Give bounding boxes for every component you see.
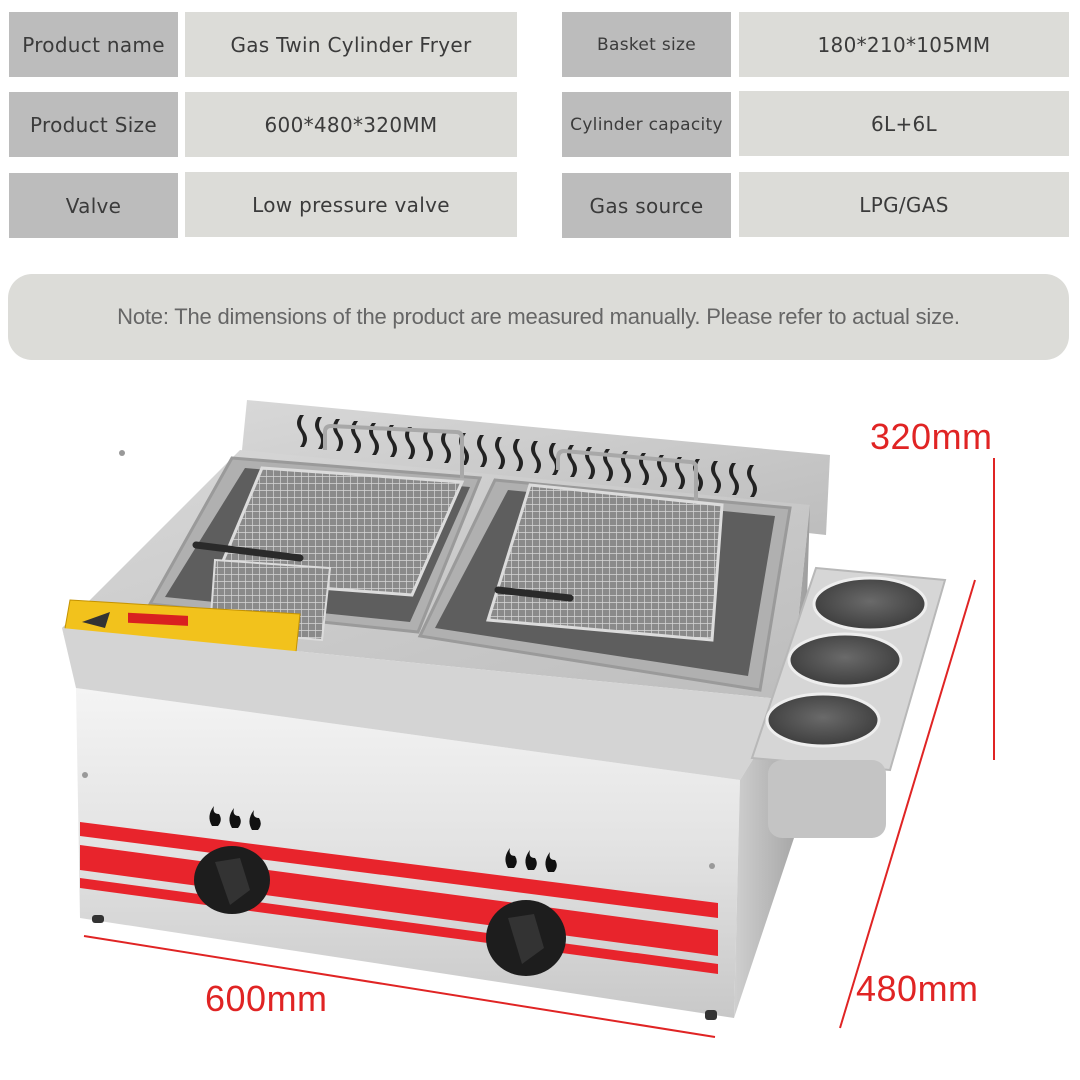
flame-icon [209, 806, 221, 826]
side-cup [812, 576, 928, 632]
flame-icon [545, 852, 557, 872]
spec-label-valve: Valve [9, 173, 178, 238]
spec-value-gas-source: LPG/GAS [739, 172, 1069, 237]
flame-icon-group-right [505, 848, 557, 872]
spec-label-basket-size: Basket size [562, 12, 731, 77]
control-knob-left [194, 846, 270, 914]
spec-label-product-size: Product Size [9, 92, 178, 157]
depth-dimension-line [839, 579, 976, 1029]
side-cup [765, 692, 881, 748]
width-dimension-line [83, 935, 716, 1038]
spec-value-product-size: 600*480*320MM [185, 92, 517, 157]
fryer-product-image [62, 400, 995, 1038]
side-panel [734, 505, 810, 1018]
side-cup-rack [750, 566, 947, 838]
flame-icon [505, 848, 517, 868]
hanging-cup [768, 760, 886, 838]
flame-icon [249, 810, 261, 830]
control-knob-right [486, 900, 566, 976]
measurement-note: Note: The dimensions of the product are … [8, 274, 1069, 360]
spec-label-cylinder-capacity: Cylinder capacity [562, 92, 731, 157]
flame-icon [229, 808, 241, 828]
spec-label-gas-source: Gas source [562, 173, 731, 238]
spec-value-valve: Low pressure valve [185, 172, 517, 237]
spec-label-product-name: Product name [9, 12, 178, 77]
right-basket-handle [494, 586, 574, 602]
width-dimension-label: 600mm [205, 978, 328, 1019]
side-cup [787, 632, 903, 688]
spec-value-basket-size: 180*210*105MM [739, 12, 1069, 77]
front-lip [62, 628, 790, 780]
depth-dimension-label: 480mm [856, 968, 979, 1009]
flame-icon [525, 850, 537, 870]
spec-value-product-name: Gas Twin Cylinder Fryer [185, 12, 517, 77]
warning-label [63, 599, 301, 653]
spec-value-cylinder-capacity: 6L+6L [739, 91, 1069, 156]
left-basket-handle [192, 541, 304, 562]
right-fry-basket [486, 448, 724, 642]
height-dimension-label: 320mm [870, 416, 993, 457]
flame-icon-group-left [209, 806, 261, 830]
